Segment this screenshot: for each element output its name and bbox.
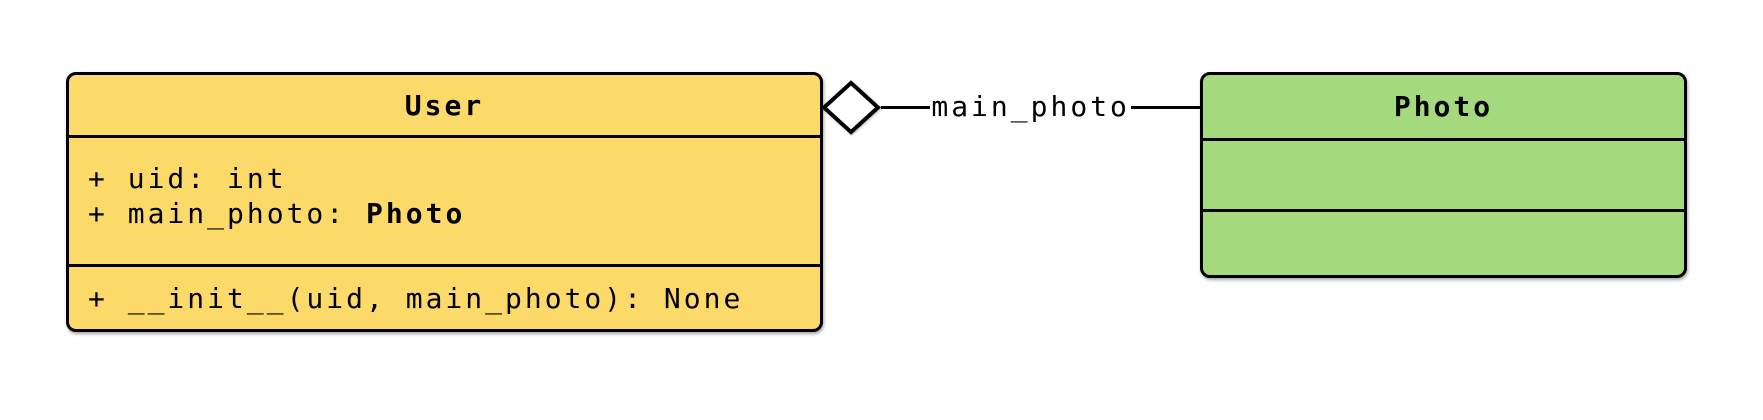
class-title-user: User bbox=[69, 75, 820, 138]
class-box-photo: Photo bbox=[1200, 72, 1687, 278]
class-attributes-user: + uid: int + main_photo: Photo bbox=[69, 138, 820, 267]
method-init: + __init__(uid, main_photo): None bbox=[88, 282, 743, 315]
attribute-main-photo-text: + main_photo: bbox=[88, 197, 367, 230]
attribute-uid: + uid: int bbox=[88, 161, 820, 196]
connector-line-left bbox=[881, 105, 931, 110]
class-methods-photo bbox=[1203, 212, 1684, 275]
method-init-text: + __init__(uid, main_photo): None bbox=[88, 281, 744, 315]
attribute-main-photo: + main_photo: Photo bbox=[88, 196, 820, 231]
aggregation-connector: main_photo bbox=[821, 80, 1200, 135]
connector-line-right bbox=[1130, 105, 1200, 110]
aggregation-diamond-icon bbox=[821, 80, 881, 135]
attribute-main-photo-type: Photo bbox=[366, 197, 466, 230]
class-methods-user: + __init__(uid, main_photo): None bbox=[69, 267, 820, 329]
class-title-photo: Photo bbox=[1203, 75, 1684, 141]
attribute-uid-text: + uid: int bbox=[88, 162, 287, 195]
connector-label: main_photo bbox=[931, 89, 1130, 123]
class-box-user: User + uid: int + main_photo: Photo + __… bbox=[66, 72, 823, 332]
class-attributes-photo bbox=[1203, 141, 1684, 212]
